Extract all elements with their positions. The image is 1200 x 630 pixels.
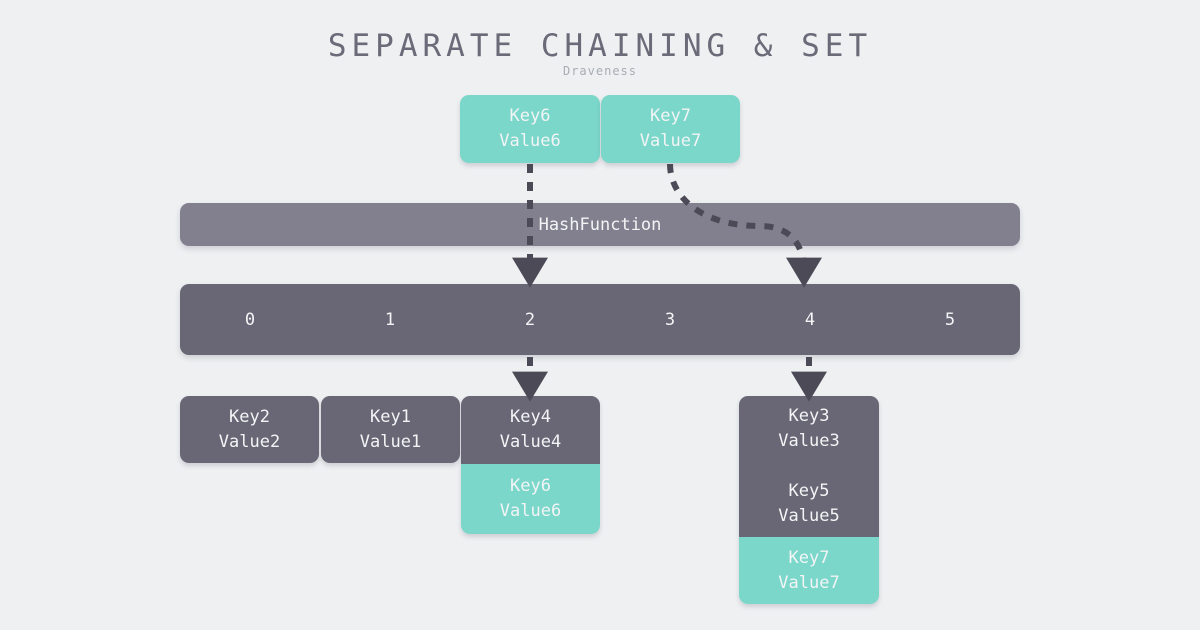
- incoming-entry-key6[interactable]: Key6 Value6: [460, 95, 600, 163]
- chain-bucket-4: Key3 Value3 Key5 Value5 Key7 Value7: [739, 396, 879, 604]
- chain-node-key4[interactable]: Key4 Value4: [461, 396, 600, 464]
- chain-bucket-0: Key2 Value2: [180, 396, 319, 463]
- chain-bucket-2: Key4 Value4 Key6 Value6: [461, 396, 600, 534]
- hash-function-bar[interactable]: HashFunction: [180, 203, 1020, 246]
- chain-node-key7[interactable]: Key7 Value7: [739, 537, 879, 604]
- bucket-cell-0[interactable]: 0: [244, 309, 256, 330]
- bucket-cell-1[interactable]: 1: [384, 309, 396, 330]
- bucket-cell-4[interactable]: 4: [804, 309, 816, 330]
- page-subtitle: Draveness: [562, 64, 638, 78]
- chain-node-key3-key5[interactable]: Key3 Value3 Key5 Value5: [739, 396, 879, 537]
- incoming-entry-key7[interactable]: Key7 Value7: [601, 95, 740, 163]
- bucket-array: 0 1 2 3 4 5: [180, 284, 1020, 355]
- hash-function-label: HashFunction: [538, 214, 662, 235]
- chain-bucket-1: Key1 Value1: [321, 396, 460, 463]
- bucket-cell-5[interactable]: 5: [944, 309, 956, 330]
- bucket-cell-3[interactable]: 3: [664, 309, 676, 330]
- page-title: SEPARATE CHAINING & SET: [327, 28, 873, 64]
- chain-node-key2[interactable]: Key2 Value2: [180, 396, 319, 463]
- bucket-cell-2[interactable]: 2: [524, 309, 536, 330]
- chain-node-key6[interactable]: Key6 Value6: [461, 464, 600, 534]
- chain-node-key1[interactable]: Key1 Value1: [321, 396, 460, 463]
